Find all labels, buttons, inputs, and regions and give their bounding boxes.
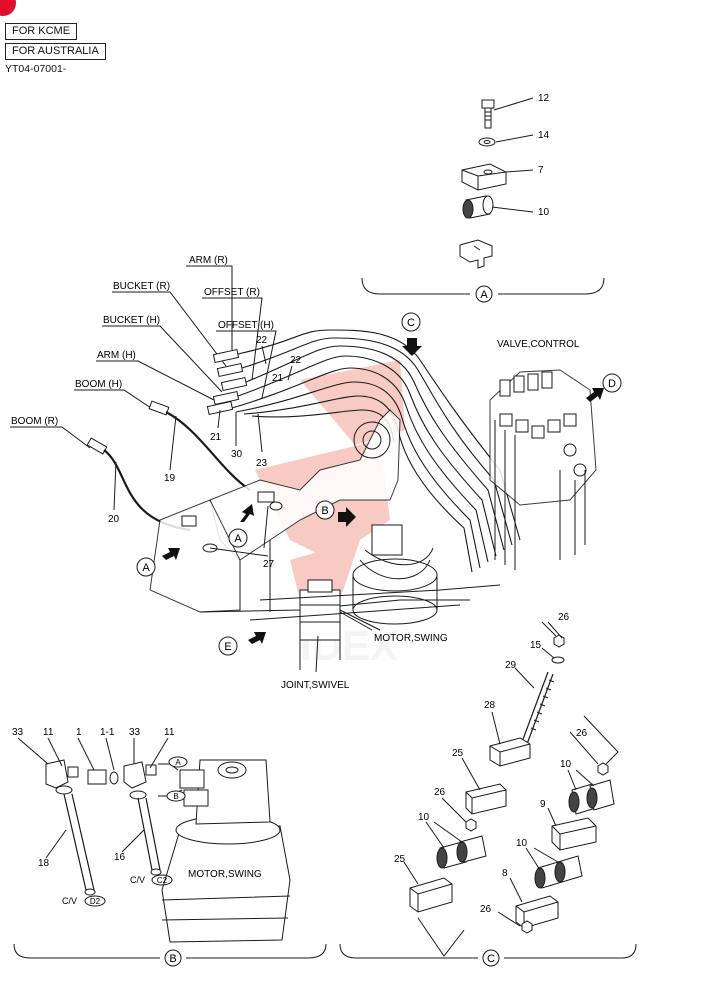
hose-label-bucket-r: BUCKET (R)	[113, 281, 170, 292]
view-tag-e: E	[224, 641, 231, 653]
hose-label-offset-h: OFFSET (H)	[218, 320, 274, 331]
part-label-26c: 26	[576, 728, 588, 739]
part-label-26d: 26	[480, 904, 492, 915]
part-label-10: 10	[538, 207, 550, 218]
hose-label-boom-h: BOOM (H)	[75, 379, 122, 390]
detail-b	[13, 737, 327, 967]
hose-label-arm-h: ARM (H)	[97, 350, 136, 361]
part-label-20: 20	[108, 514, 120, 525]
part-label-21: 21	[272, 373, 284, 384]
cv-prefix-c2: C/V	[130, 875, 145, 885]
component-label-joint: JOINT,SWIVEL	[281, 680, 350, 691]
part-label-25: 25	[452, 748, 464, 759]
market-label-australia: FOR AUSTRALIA	[5, 43, 106, 60]
part-label-18: 18	[38, 858, 50, 869]
part-label-15: 15	[530, 640, 542, 651]
part-label-30: 30	[231, 449, 243, 460]
view-tag-d: D	[608, 378, 616, 390]
corner-badge	[0, 0, 16, 16]
hose-label-arm-r: ARM (R)	[189, 255, 228, 266]
part-label-10c: 10	[516, 838, 528, 849]
part-label-29: 29	[505, 660, 517, 671]
ref-tag-b: B	[173, 792, 178, 801]
detail-a	[361, 97, 605, 303]
hose-label-boom-r: BOOM (R)	[11, 416, 58, 427]
part-label-16: 16	[114, 852, 126, 863]
motor-label-detail-b: MOTOR,SWING	[188, 869, 262, 880]
part-label-26: 26	[558, 612, 570, 623]
part-label-25b: 25	[394, 854, 406, 865]
view-tag-a-center: A	[234, 533, 242, 545]
hose-label-bucket-h: BUCKET (H)	[103, 315, 160, 326]
port-label-c2: C2	[157, 876, 168, 885]
part-label-12: 12	[538, 93, 550, 104]
detail-a-tag: A	[480, 289, 488, 301]
part-label-10b: 10	[418, 812, 430, 823]
view-tag-c: C	[407, 317, 415, 329]
main-view	[10, 265, 622, 673]
part-label-22: 22	[256, 335, 268, 346]
detail-b-tag: B	[169, 953, 176, 965]
part-label-9: 9	[540, 799, 546, 810]
part-label-21b: 21	[210, 432, 222, 443]
detail-c	[339, 621, 637, 967]
part-label-26b: 26	[434, 787, 446, 798]
port-label-d2: D2	[90, 897, 101, 906]
ref-tag-a: A	[175, 758, 181, 767]
part-label-14: 14	[538, 130, 550, 141]
part-label-11: 11	[43, 727, 54, 738]
part-label-33b: 33	[129, 727, 141, 738]
component-label-valve: VALVE,CONTROL	[497, 339, 580, 350]
part-label-1-1: 1-1	[100, 727, 115, 738]
part-label-27: 27	[263, 559, 275, 570]
view-tag-b: B	[321, 505, 328, 517]
detail-c-tag: C	[487, 953, 495, 965]
part-label-7: 7	[538, 165, 544, 176]
part-label-22b: 22	[290, 355, 302, 366]
part-label-8: 8	[502, 868, 508, 879]
serial-range: YT04-07001-	[5, 63, 67, 75]
part-label-33: 33	[12, 727, 24, 738]
cv-prefix-d2: C/V	[62, 896, 77, 906]
part-label-23: 23	[256, 458, 268, 469]
view-tag-a-left: A	[142, 562, 150, 574]
hose-label-offset-r: OFFSET (R)	[204, 287, 260, 298]
part-label-1: 1	[76, 727, 82, 738]
part-label-28: 28	[484, 700, 496, 711]
part-label-19: 19	[164, 473, 176, 484]
part-label-11b: 11	[164, 727, 175, 738]
market-label-kcme: FOR KCME	[5, 23, 78, 40]
part-label-10: 10	[560, 759, 572, 770]
component-label-motor: MOTOR,SWING	[374, 633, 448, 644]
